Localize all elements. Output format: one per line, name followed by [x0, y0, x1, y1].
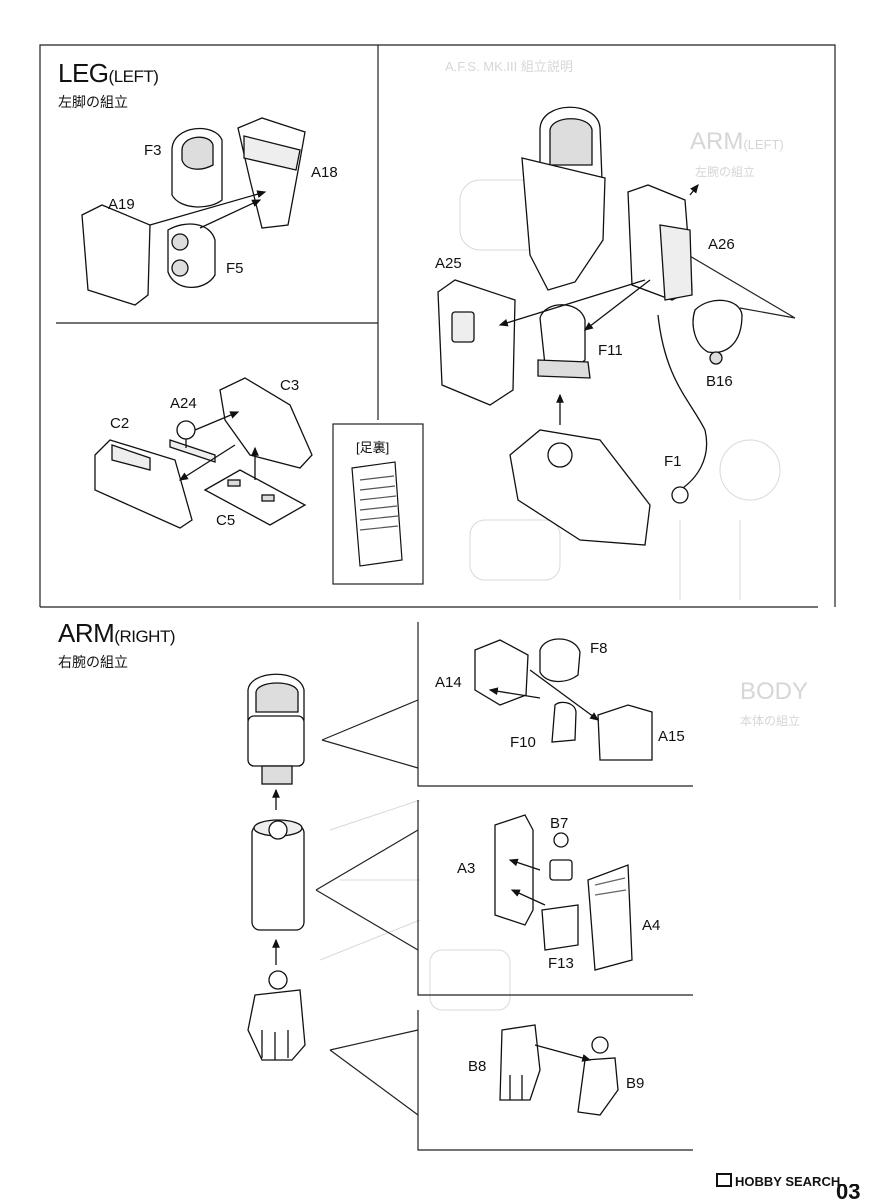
- arm-right-main-column: [247, 673, 306, 1061]
- leg-left-title: LEG(LEFT): [58, 58, 159, 88]
- leg-upper-parts: [81, 117, 306, 306]
- part-label-f13: F13: [548, 955, 574, 972]
- part-label-b16: B16: [706, 373, 733, 390]
- part-label-a14: A14: [435, 674, 462, 691]
- bleed-arm-left-jp: 左腕の組立: [695, 165, 756, 179]
- part-label-a18: A18: [311, 164, 338, 181]
- part-label-a25: A25: [435, 255, 462, 272]
- part-label-a15: A15: [658, 728, 685, 745]
- part-label-f5: F5: [226, 260, 244, 277]
- part-label-c3: C3: [280, 377, 300, 394]
- part-label-f11: F11: [598, 342, 623, 359]
- bleed-title: A.F.S. MK.III 組立説明: [445, 59, 573, 74]
- part-label-b8: B8: [468, 1058, 487, 1075]
- bleed-body-jp: 本体の組立: [740, 714, 801, 728]
- bleed-through-artwork: [319, 179, 781, 1011]
- bleed-arm-left: ARM(LEFT): [690, 128, 784, 155]
- part-label-a3: A3: [457, 860, 476, 877]
- arm-right-subtitle: 右腕の組立: [58, 654, 128, 670]
- part-label-a4: A4: [642, 917, 661, 934]
- sole-box-label: [足裏]: [356, 440, 390, 455]
- part-label-a24: A24: [170, 395, 197, 412]
- bleed-body: BODY: [740, 678, 809, 705]
- section-frames: [39, 44, 836, 1151]
- leg-left-subtitle: 左脚の組立: [58, 94, 128, 110]
- part-label-c5: C5: [216, 512, 236, 529]
- part-label-a19: A19: [108, 196, 135, 213]
- part-label-c2: C2: [110, 415, 130, 432]
- hobby-search-watermark: HOBBY SEARCH: [716, 1173, 840, 1189]
- arm-right-title: ARM(RIGHT): [58, 618, 175, 648]
- sole-detail-drawing: [351, 461, 403, 567]
- arm-left-parts: [437, 106, 743, 546]
- part-label-a26: A26: [708, 236, 735, 253]
- part-label-f1: F1: [664, 453, 682, 470]
- part-label-b7: B7: [550, 815, 569, 832]
- page-number: 03: [836, 1184, 861, 1200]
- arm-right-sub-parts: [474, 638, 653, 1116]
- part-label-f3: F3: [144, 142, 162, 159]
- part-label-f8: F8: [590, 640, 608, 657]
- part-label-b9: B9: [626, 1075, 645, 1092]
- part-label-f10: F10: [510, 734, 536, 751]
- leg-foot-parts: [94, 377, 313, 529]
- hobby-search-logo-icon: [716, 1173, 732, 1187]
